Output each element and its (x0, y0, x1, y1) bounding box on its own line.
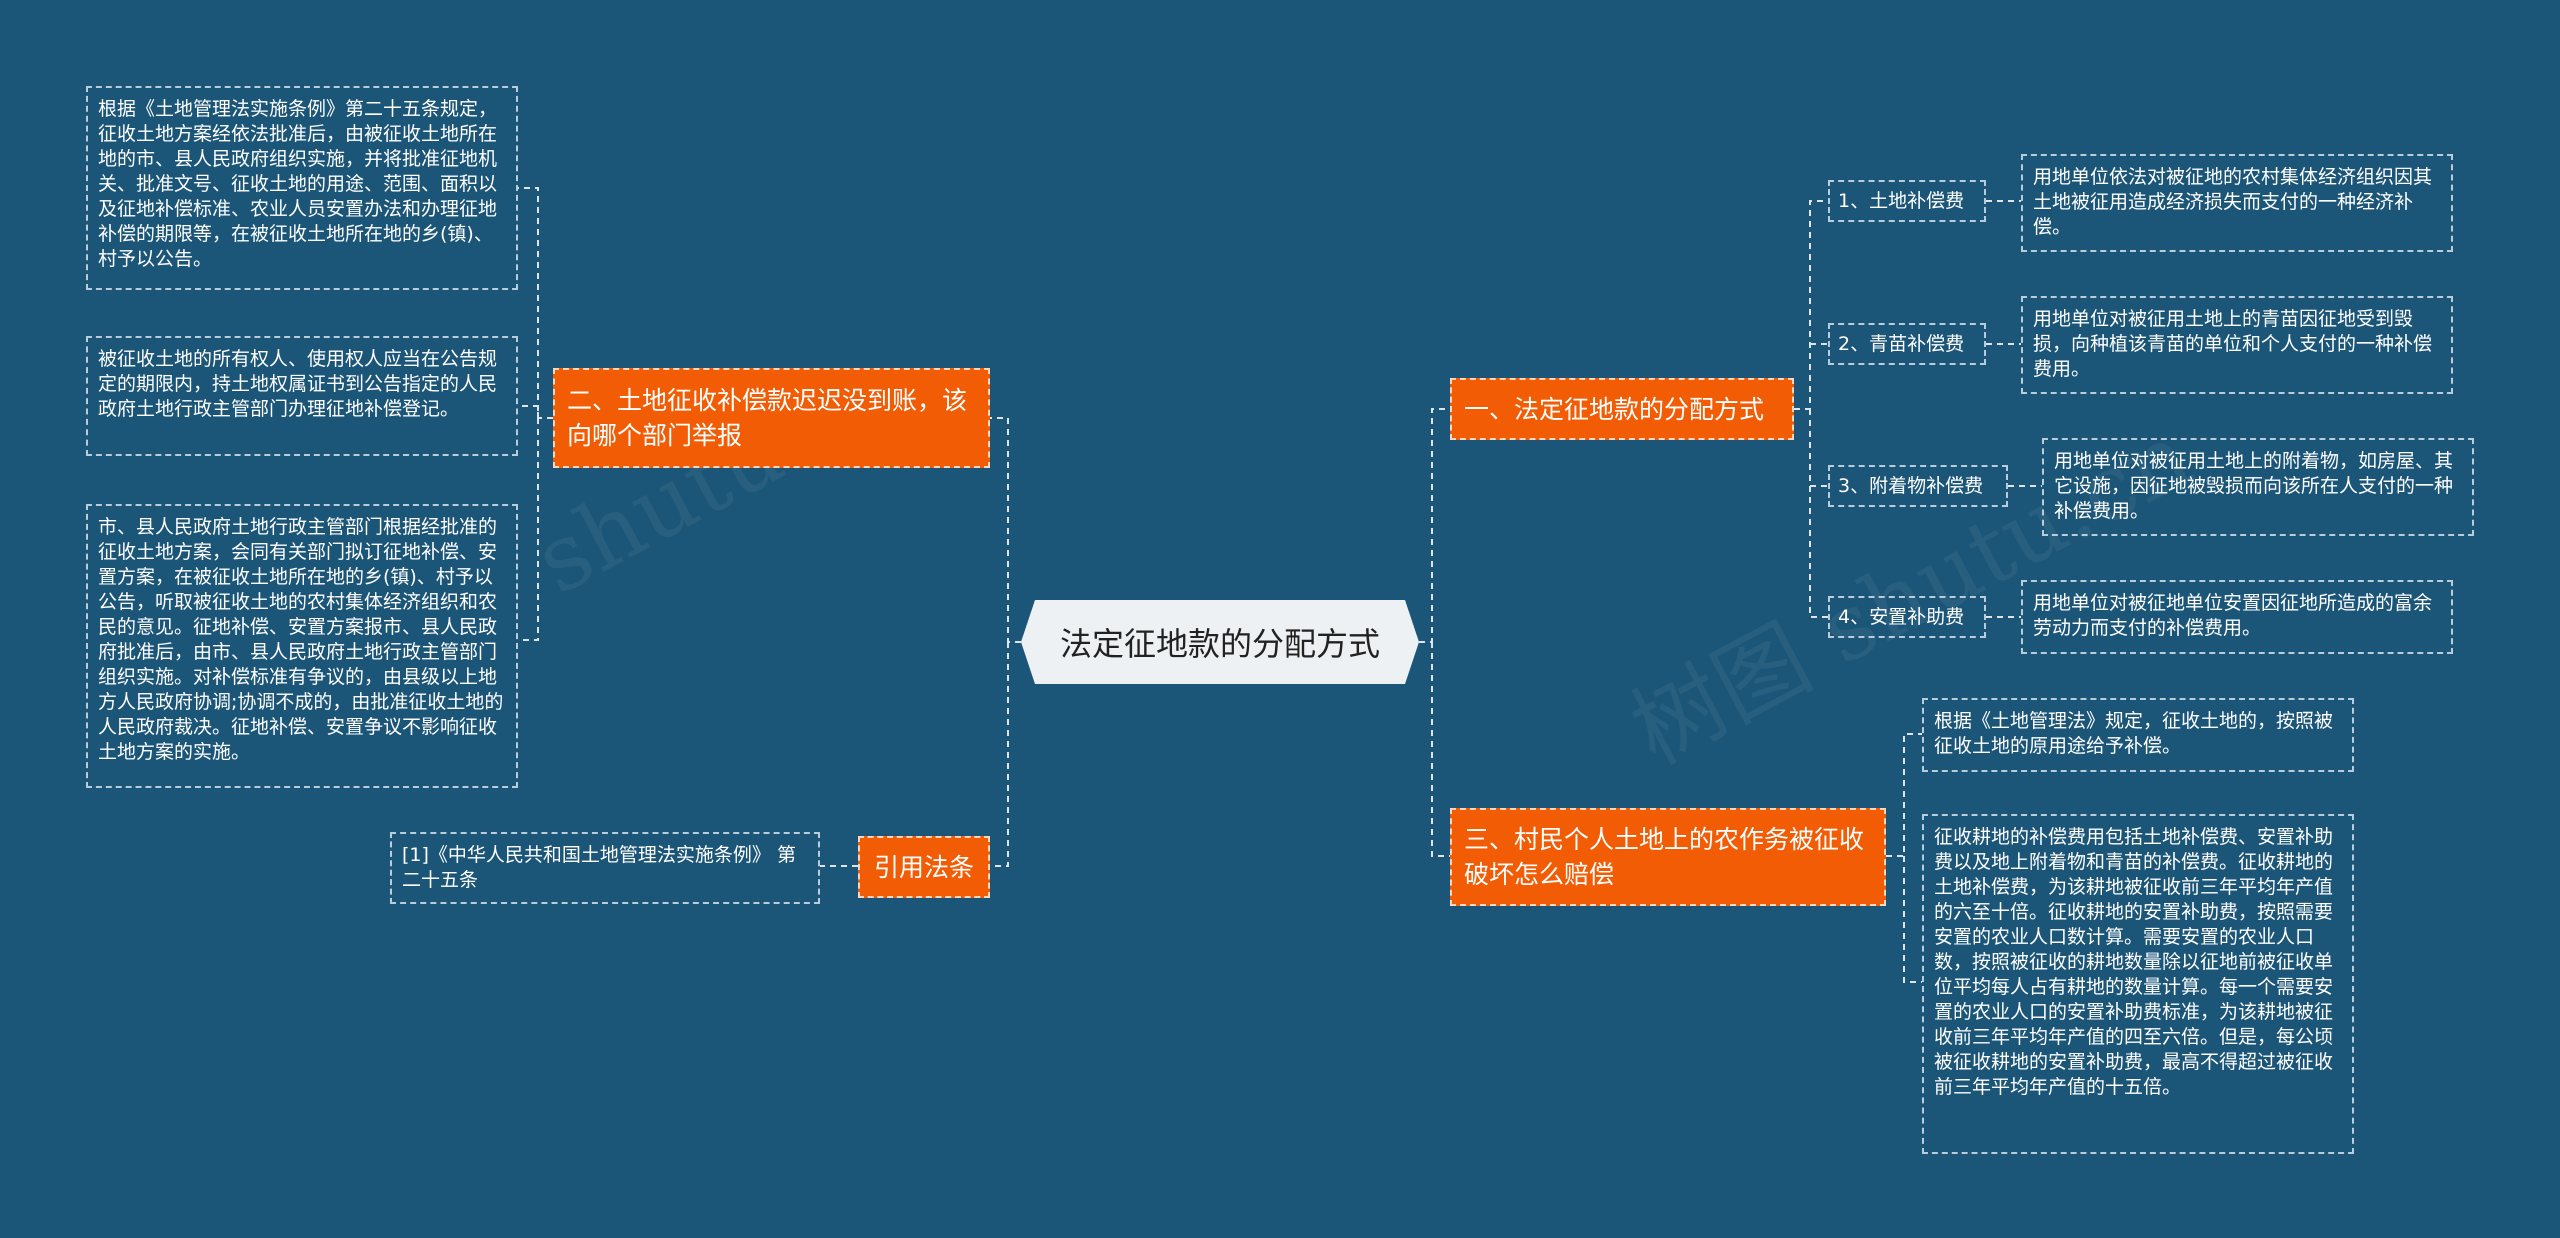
desc-land-compensation[interactable]: 用地单位依法对被征地的农村集体经济组织因其土地被征用造成经济损失而支付的一种经济… (2021, 154, 2453, 252)
item-label: 3、附着物补偿费 (1838, 475, 1984, 497)
connector-lb1-leaf3 (518, 418, 539, 641)
connector-lb1-leaves (518, 187, 553, 419)
connector-rb1-items (1794, 200, 1828, 410)
connector-root-right-2 (1431, 642, 1450, 857)
desc-text: 用地单位依法对被征地的农村集体经济组织因其土地被征用造成经济损失而支付的一种经济… (2033, 166, 2433, 238)
connector-rb2-leaves (1886, 733, 1922, 857)
branch-crop-damage[interactable]: 三、村民个人土地上的农作务被征收破坏怎么赔偿 (1450, 808, 1886, 906)
item-resettlement-subsidy[interactable]: 4、安置补助费 (1828, 596, 1986, 638)
leaf-text: 根据《土地管理法》规定，征收土地的，按照被征收土地的原用途给予补偿。 (1934, 710, 2334, 757)
connector-rb1-item4 (1809, 486, 1828, 618)
branch-label: 二、土地征收补偿款迟迟没到账，该向哪个部门举报 (567, 386, 968, 450)
item-land-compensation[interactable]: 1、土地补偿费 (1828, 180, 1986, 222)
branch-label: 引用法条 (873, 852, 974, 882)
desc-text: 用地单位对被征地单位安置因征地所造成的富余劳动力而支付的补偿费用。 (2033, 592, 2433, 639)
connector-root-right (1419, 408, 1450, 643)
leaf-text: 市、县人民政府土地行政主管部门根据经批准的征收土地方案，会同有关部门拟订征地补偿… (98, 516, 504, 763)
leaf-farmland-compensation[interactable]: 征收耕地的补偿费用包括土地补偿费、安置补助费以及地上附着物和青苗的补偿费。征收耕… (1922, 814, 2354, 1154)
desc-text: 用地单位对被征用土地上的青苗因征地受到毁损，向种植该青苗的单位和个人支付的一种补… (2033, 308, 2433, 380)
branch-report-department[interactable]: 二、土地征收补偿款迟迟没到账，该向哪个部门举报 (553, 368, 990, 468)
branch-label: 一、法定征地款的分配方式 (1464, 394, 1765, 424)
root-node[interactable]: 法定征地款的分配方式 (1021, 600, 1419, 684)
item-crop-compensation[interactable]: 2、青苗补偿费 (1828, 323, 1986, 365)
connector-root-left (990, 417, 1021, 643)
desc-resettlement-subsidy[interactable]: 用地单位对被征地单位安置因征地所造成的富余劳动力而支付的补偿费用。 (2021, 580, 2453, 654)
leaf-announcement[interactable]: 根据《土地管理法实施条例》第二十五条规定，征收土地方案经依法批准后，由被征收土地… (86, 86, 518, 290)
leaf-registration[interactable]: 被征收土地的所有权人、使用权人应当在公告规定的期限内，持土地权属证书到公告指定的… (86, 336, 518, 456)
desc-crop-compensation[interactable]: 用地单位对被征用土地上的青苗因征地受到毁损，向种植该青苗的单位和个人支付的一种补… (2021, 296, 2453, 394)
leaf-compensation-basis[interactable]: 根据《土地管理法》规定，征收土地的，按照被征收土地的原用途给予补偿。 (1922, 698, 2354, 772)
leaf-text: 征收耕地的补偿费用包括土地补偿费、安置补助费以及地上附着物和青苗的补偿费。征收耕… (1934, 826, 2334, 1098)
connector-rb1-item3 (1809, 409, 1828, 487)
item-attachment-compensation[interactable]: 3、附着物补偿费 (1828, 465, 2008, 507)
desc-text: 用地单位对被征用土地上的附着物，如房屋、其它设施，因征地被毁损而向该所在人支付的… (2054, 450, 2454, 522)
connector-lb1-leaf2 (518, 405, 539, 418)
connector-root-left-2 (990, 642, 1009, 867)
leaf-text: 根据《土地管理法实施条例》第二十五条规定，征收土地方案经依法批准后，由被征收土地… (98, 98, 498, 270)
leaf-text: [1]《中华人民共和国土地管理法实施条例》 第二十五条 (402, 844, 796, 891)
connector-rb2-leaf2 (1903, 856, 1922, 983)
item-label: 2、青苗补偿费 (1838, 333, 1965, 355)
item-label: 4、安置补助费 (1838, 606, 1965, 628)
leaf-text: 被征收土地的所有权人、使用权人应当在公告规定的期限内，持土地权属证书到公告指定的… (98, 348, 498, 420)
branch-distribution-method[interactable]: 一、法定征地款的分配方式 (1450, 378, 1794, 440)
desc-attachment-compensation[interactable]: 用地单位对被征用土地上的附着物，如房屋、其它设施，因征地被毁损而向该所在人支付的… (2042, 438, 2474, 536)
branch-cited-law[interactable]: 引用法条 (858, 836, 990, 898)
leaf-compensation-plan[interactable]: 市、县人民政府土地行政主管部门根据经批准的征收土地方案，会同有关部门拟订征地补偿… (86, 504, 518, 788)
leaf-law-reference[interactable]: [1]《中华人民共和国土地管理法实施条例》 第二十五条 (390, 832, 820, 904)
item-label: 1、土地补偿费 (1838, 190, 1965, 212)
branch-label: 三、村民个人土地上的农作务被征收破坏怎么赔偿 (1464, 825, 1865, 889)
root-title: 法定征地款的分配方式 (1059, 625, 1380, 663)
